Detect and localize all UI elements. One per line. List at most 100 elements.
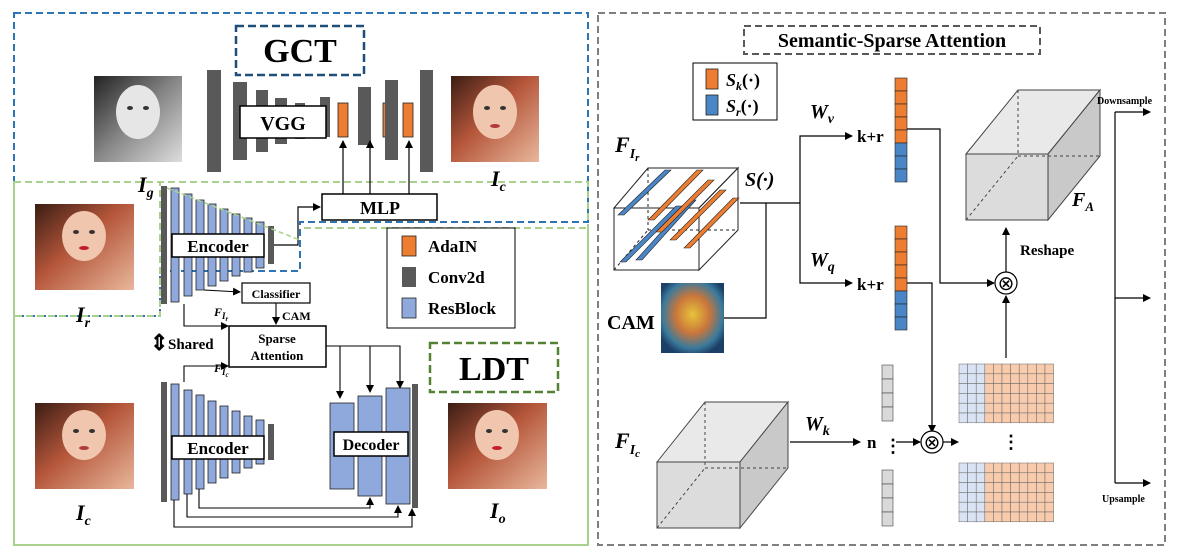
- legend-sk-label: Sk(·): [726, 70, 760, 93]
- attention-grid-cell: [1010, 501, 1020, 513]
- q-to-otimes: [907, 282, 936, 433]
- left-legend: AdaIN Conv2d ResBlock: [401, 235, 497, 319]
- kr-bottom-label: k+r: [857, 275, 884, 294]
- gct-title-box: [234, 24, 366, 77]
- attention-grid-cell: [975, 373, 986, 384]
- attention-grid-cell: [1018, 482, 1029, 493]
- attention-grid-cell: [1001, 393, 1011, 404]
- label-ic-bottom: Ic: [75, 500, 92, 529]
- otimes-top-glyph: ⊗: [998, 273, 1015, 295]
- legend-resblock-label: ResBlock: [428, 299, 497, 318]
- legend-conv2d-label: Conv2d: [428, 268, 485, 287]
- attention-grid-cell: [1010, 492, 1020, 503]
- attention-grid-cell: [1036, 462, 1046, 474]
- fa-label: FA: [1071, 189, 1094, 214]
- attention-grid-cell: [1044, 383, 1054, 394]
- image-ic-top: [451, 76, 539, 162]
- attention-grid-cell: [1018, 373, 1029, 384]
- attention-grid-cell: [967, 383, 977, 394]
- attention-grid-cell: [1010, 472, 1020, 483]
- attention-grid-cell: [967, 462, 977, 474]
- attention-grid-cell: [1027, 402, 1037, 414]
- label-ir: Ir: [75, 302, 91, 331]
- classifier-label: Classifier: [252, 287, 301, 301]
- enc-to-mlp-arrow: [274, 203, 321, 246]
- decoder-box: [333, 431, 409, 457]
- attention-grid-cell: [967, 363, 977, 375]
- attention-grid-cell: [967, 402, 977, 414]
- attention-grid-cell: [1044, 511, 1054, 523]
- attention-grid-cell: [1001, 373, 1011, 384]
- attention-grid-cell: [958, 462, 968, 474]
- sparse-bars: [617, 169, 740, 263]
- attention-grid-cell: [993, 482, 1003, 493]
- attention-grid-cell: [1027, 363, 1037, 375]
- attention-grid-cell: [984, 383, 994, 394]
- attention-grid-cell: [1010, 462, 1020, 474]
- attention-grid-cell: [975, 482, 986, 493]
- cam-arrow: [724, 203, 767, 319]
- attention-grid-cell: [1044, 402, 1054, 414]
- attention-grid-cell: [967, 511, 977, 523]
- legend-sk-swatch: [705, 68, 719, 90]
- skip-2: [186, 494, 402, 518]
- attention-grid-cell: [1027, 482, 1037, 493]
- attention-grid-cell: [1018, 462, 1029, 474]
- attention-grid-cell: [967, 373, 977, 384]
- attention-grid-cell: [958, 501, 968, 513]
- attention-grid-cell: [1044, 393, 1054, 404]
- attention-grid-cell: [1010, 511, 1020, 523]
- attention-grid-cell: [1027, 492, 1037, 503]
- attention-grid-cell: [984, 373, 994, 384]
- reshape-label: Reshape: [1020, 243, 1075, 259]
- attention-grid-cell: [993, 393, 1003, 404]
- attention-grid-cell: [975, 501, 986, 513]
- encoder-top-box: [171, 233, 265, 258]
- attention-grid-cell: [1036, 511, 1046, 523]
- attention-grid-cell: [993, 412, 1003, 424]
- attention-grid-cell: [984, 492, 994, 503]
- attention-grid-cell: [975, 492, 986, 503]
- shared-arrow-icon: ⇕: [150, 330, 168, 355]
- wq-label: Wq: [810, 249, 835, 275]
- v-to-otimes: [907, 128, 995, 287]
- wk-label: Wk: [805, 413, 830, 439]
- attention-grid-cell: [1001, 383, 1011, 394]
- encoder-to-sa-top: [183, 304, 229, 330]
- n-label: n: [867, 433, 877, 452]
- attention-grid-cell: [984, 482, 994, 493]
- downsample-label: Downsample: [1097, 96, 1153, 107]
- attention-grid-cell: [993, 373, 1003, 384]
- attention-grid-cell: [1044, 472, 1054, 483]
- right-panel: Semantic-Sparse Attention Sk(·) Sr(·) FI…: [597, 12, 1166, 546]
- attention-grid-cell: [1001, 482, 1011, 493]
- otimes-bottom-glyph: ⊗: [924, 432, 941, 454]
- vector-q: [894, 225, 908, 331]
- attention-grid-cell: [1001, 501, 1011, 513]
- attention-grid-cell: [1018, 402, 1029, 414]
- attention-grid-cell: [1018, 383, 1029, 394]
- cam-right-label: CAM: [607, 312, 655, 334]
- attention-grid-cell: [1036, 373, 1046, 384]
- attention-grid-cell: [967, 492, 977, 503]
- attention-grid-cell: [967, 482, 977, 493]
- vector-k: [881, 364, 894, 527]
- attention-grid-cell: [984, 412, 994, 424]
- attention-grid-cell: [1018, 363, 1029, 375]
- attention-grid-cell: [1036, 492, 1046, 503]
- encoder-bottom-label: Encoder: [187, 439, 249, 458]
- attention-grid-cell: [1044, 492, 1054, 503]
- vgg-box: [239, 105, 327, 139]
- attention-grid-cell: [958, 383, 968, 394]
- attention-grid-cell: [958, 393, 968, 404]
- attention-grid-cell: [984, 363, 994, 375]
- attention-grid-cell: [1010, 383, 1020, 394]
- attention-grid-cell: [1018, 412, 1029, 424]
- right-title: Semantic-Sparse Attention: [778, 30, 1006, 52]
- legend-adain-swatch: [401, 235, 417, 257]
- attention-grid-cell: [1001, 511, 1011, 523]
- attention-grid-cell: [1044, 373, 1054, 384]
- attention-grid-cell: [1018, 492, 1029, 503]
- attention-grid-cell: [975, 472, 986, 483]
